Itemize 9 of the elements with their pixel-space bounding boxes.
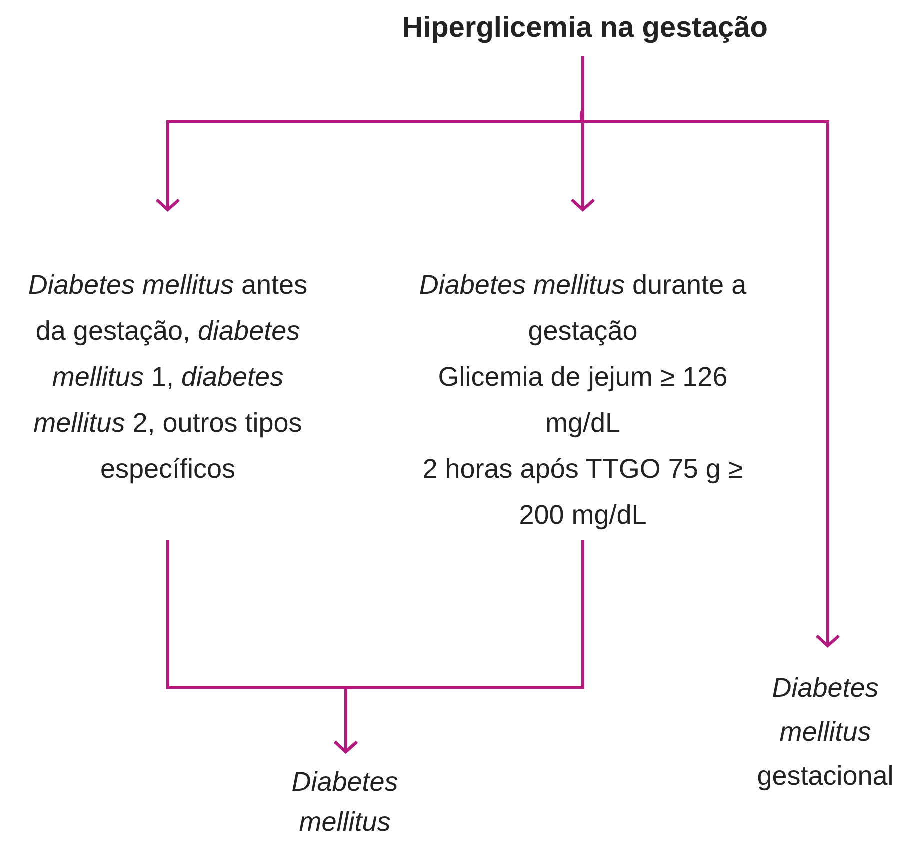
node-text: Glicemia de jejum ≥ 126 mg/dL [437, 361, 729, 440]
node-text: Diabetes mellitus gestacional [756, 672, 895, 793]
node-text: Diabetes mellitus [290, 766, 400, 839]
node-text: Diabetes mellitus antes da gestação, diabetes mellitus 1, diabetes mellitus 2, outros tipos específicos [28, 269, 308, 486]
arrow [334, 540, 584, 754]
arrow [580, 56, 840, 648]
title-text: Hiperglicemia na gestação [401, 11, 769, 46]
node-text: 2 horas após TTGO 75 g ≥ 200 mg/dL [422, 453, 744, 532]
node-text: Diabetes mellitus durante a gestação [418, 269, 748, 348]
